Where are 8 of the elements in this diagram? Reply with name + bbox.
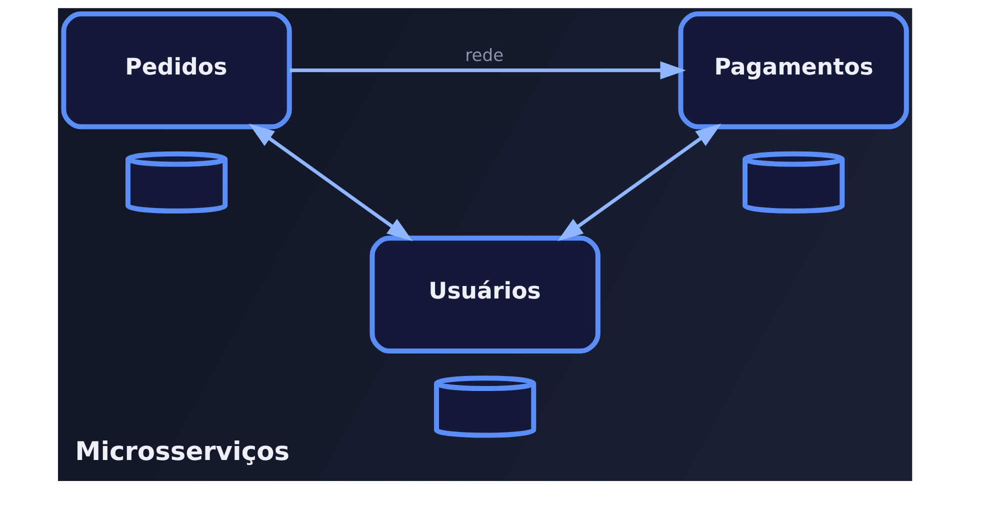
node-box: Pedidos: [60, 11, 292, 130]
arrow: [556, 124, 721, 242]
node-box: Pagamentos: [678, 11, 908, 130]
node-box: Usuários: [369, 236, 600, 354]
edge-label: rede: [464, 46, 504, 66]
arrow: [248, 124, 412, 242]
arrow: [289, 61, 686, 80]
diagram-title: Microsserviços: [74, 437, 290, 468]
